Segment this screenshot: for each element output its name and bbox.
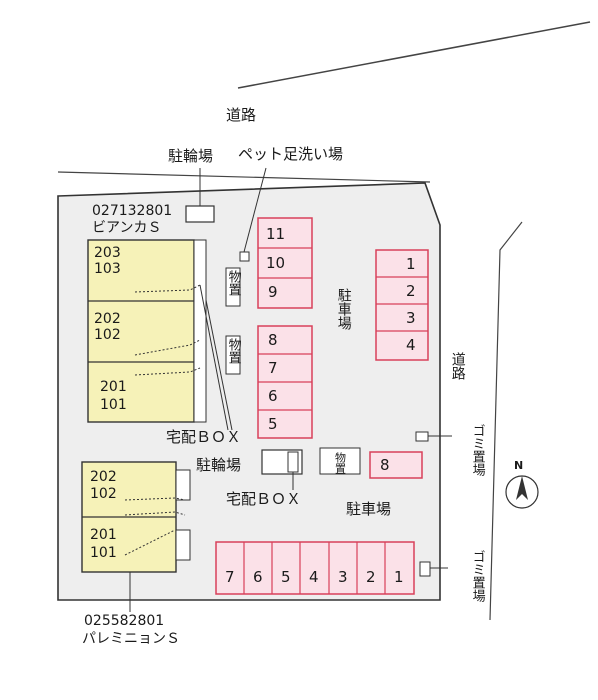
parking-space-b5: 5: [281, 568, 291, 586]
unit-103: 103: [94, 261, 121, 277]
bicycle-parking-label-mid: 駐輪場: [196, 456, 242, 474]
storage-shed-1: [225, 267, 241, 307]
parking-space-6: 6: [268, 387, 278, 405]
road-edge-right: [489, 221, 523, 621]
storage-shed-3: [319, 447, 361, 475]
unit-102: 102: [94, 327, 121, 343]
unit-203: 203: [94, 245, 121, 261]
road-edge-lower: [57, 171, 431, 183]
garbage-area-2: [419, 561, 431, 577]
parking-space-7: 7: [268, 359, 278, 377]
parking-space-b3: 3: [338, 568, 348, 586]
pet-wash-label: ペット足洗い場: [238, 145, 344, 163]
parking-space-b1: 1: [394, 568, 404, 586]
bicycle-parking-top: [185, 205, 215, 223]
storage-shed-2: [225, 335, 241, 375]
building-north-corridor: [193, 239, 207, 423]
storage-label-3: 物置: [333, 452, 347, 474]
pet-wash-station: [239, 251, 250, 262]
parking-label-south: 駐車場: [346, 500, 392, 518]
parking-block-upper: [257, 217, 313, 309]
road-label-right: 道路: [449, 352, 466, 380]
storage-label-2: 物置: [225, 338, 241, 364]
parking-label-center: 駐車場: [335, 288, 352, 330]
parking-space-b4: 4: [309, 568, 319, 586]
parking-space-b7: 7: [225, 568, 235, 586]
parking-space-r2: 2: [406, 282, 416, 300]
unit-s-102: 102: [90, 486, 117, 502]
parking-space-extra: 8: [380, 456, 390, 474]
building-south-name: パレミニョンＳ: [82, 631, 180, 647]
unit-s-202: 202: [90, 469, 117, 485]
parking-space-r1: 1: [406, 255, 416, 273]
parking-space-8: 8: [268, 331, 278, 349]
parking-space-r4: 4: [406, 336, 416, 354]
road-edge-top: [237, 21, 591, 89]
parking-space-5: 5: [268, 415, 278, 433]
parking-space-b6: 6: [253, 568, 263, 586]
unit-101: 101: [100, 397, 127, 413]
delivery-box-label-south: 宅配ＢＯＸ: [226, 490, 302, 508]
north-arrow-icon: [516, 476, 528, 500]
building-north-code: 027132801: [92, 203, 173, 219]
building-north-name: ビアンカＳ: [92, 220, 162, 236]
storage-label-1: 物置: [225, 270, 241, 296]
parking-space-11: 11: [266, 225, 286, 243]
garbage-label-2: ゴミ置場: [469, 550, 485, 602]
parking-block-bottom: [215, 541, 415, 595]
north-label: N: [514, 459, 524, 472]
unit-s-101: 101: [90, 545, 117, 561]
parking-space-10: 10: [266, 254, 286, 272]
building-south-code: 025582801: [84, 613, 165, 629]
parking-block-right: [375, 249, 429, 361]
unit-201: 201: [100, 379, 127, 395]
delivery-box-label-north: 宅配ＢＯＸ: [166, 428, 242, 446]
unit-202: 202: [94, 311, 121, 327]
parking-space-9: 9: [268, 283, 278, 301]
building-north: [87, 239, 195, 423]
delivery-box-south: [287, 451, 299, 473]
parking-space-b2: 2: [366, 568, 376, 586]
unit-s-201: 201: [90, 527, 117, 543]
parking-extra: [369, 451, 423, 479]
road-label-top: 道路: [226, 106, 257, 124]
garbage-area-1: [415, 431, 429, 442]
parking-space-r3: 3: [406, 309, 416, 327]
garbage-label-1: ゴミ置場: [469, 424, 485, 476]
bicycle-parking-label-top: 駐輪場: [168, 147, 214, 165]
